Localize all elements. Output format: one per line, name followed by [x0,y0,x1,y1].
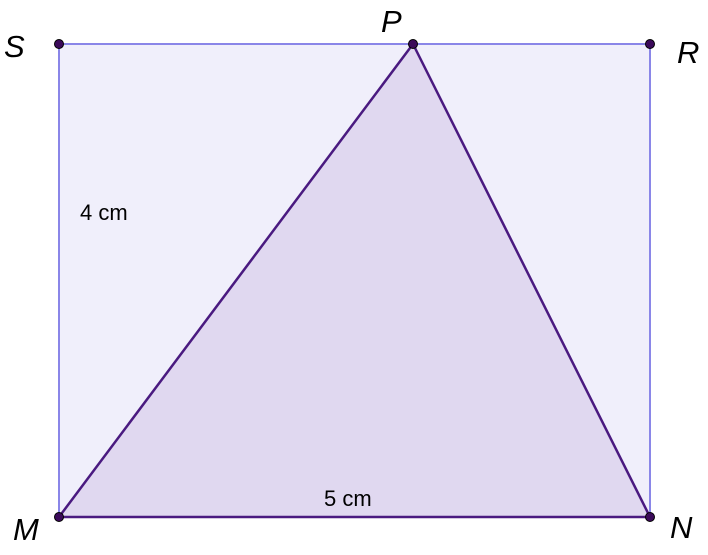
point-r [645,39,655,49]
label-p: P [381,4,402,39]
point-n [645,512,655,522]
point-m [54,512,64,522]
label-r: R [677,35,699,70]
point-s [54,39,64,49]
measurement-side-mn: 5 cm [324,486,372,511]
label-n: N [670,510,693,545]
triangle-mpn [57,42,652,519]
label-m: M [13,512,39,547]
measurement-side-ms: 4 cm [80,200,128,225]
label-s: S [4,29,25,64]
point-p [408,39,418,49]
